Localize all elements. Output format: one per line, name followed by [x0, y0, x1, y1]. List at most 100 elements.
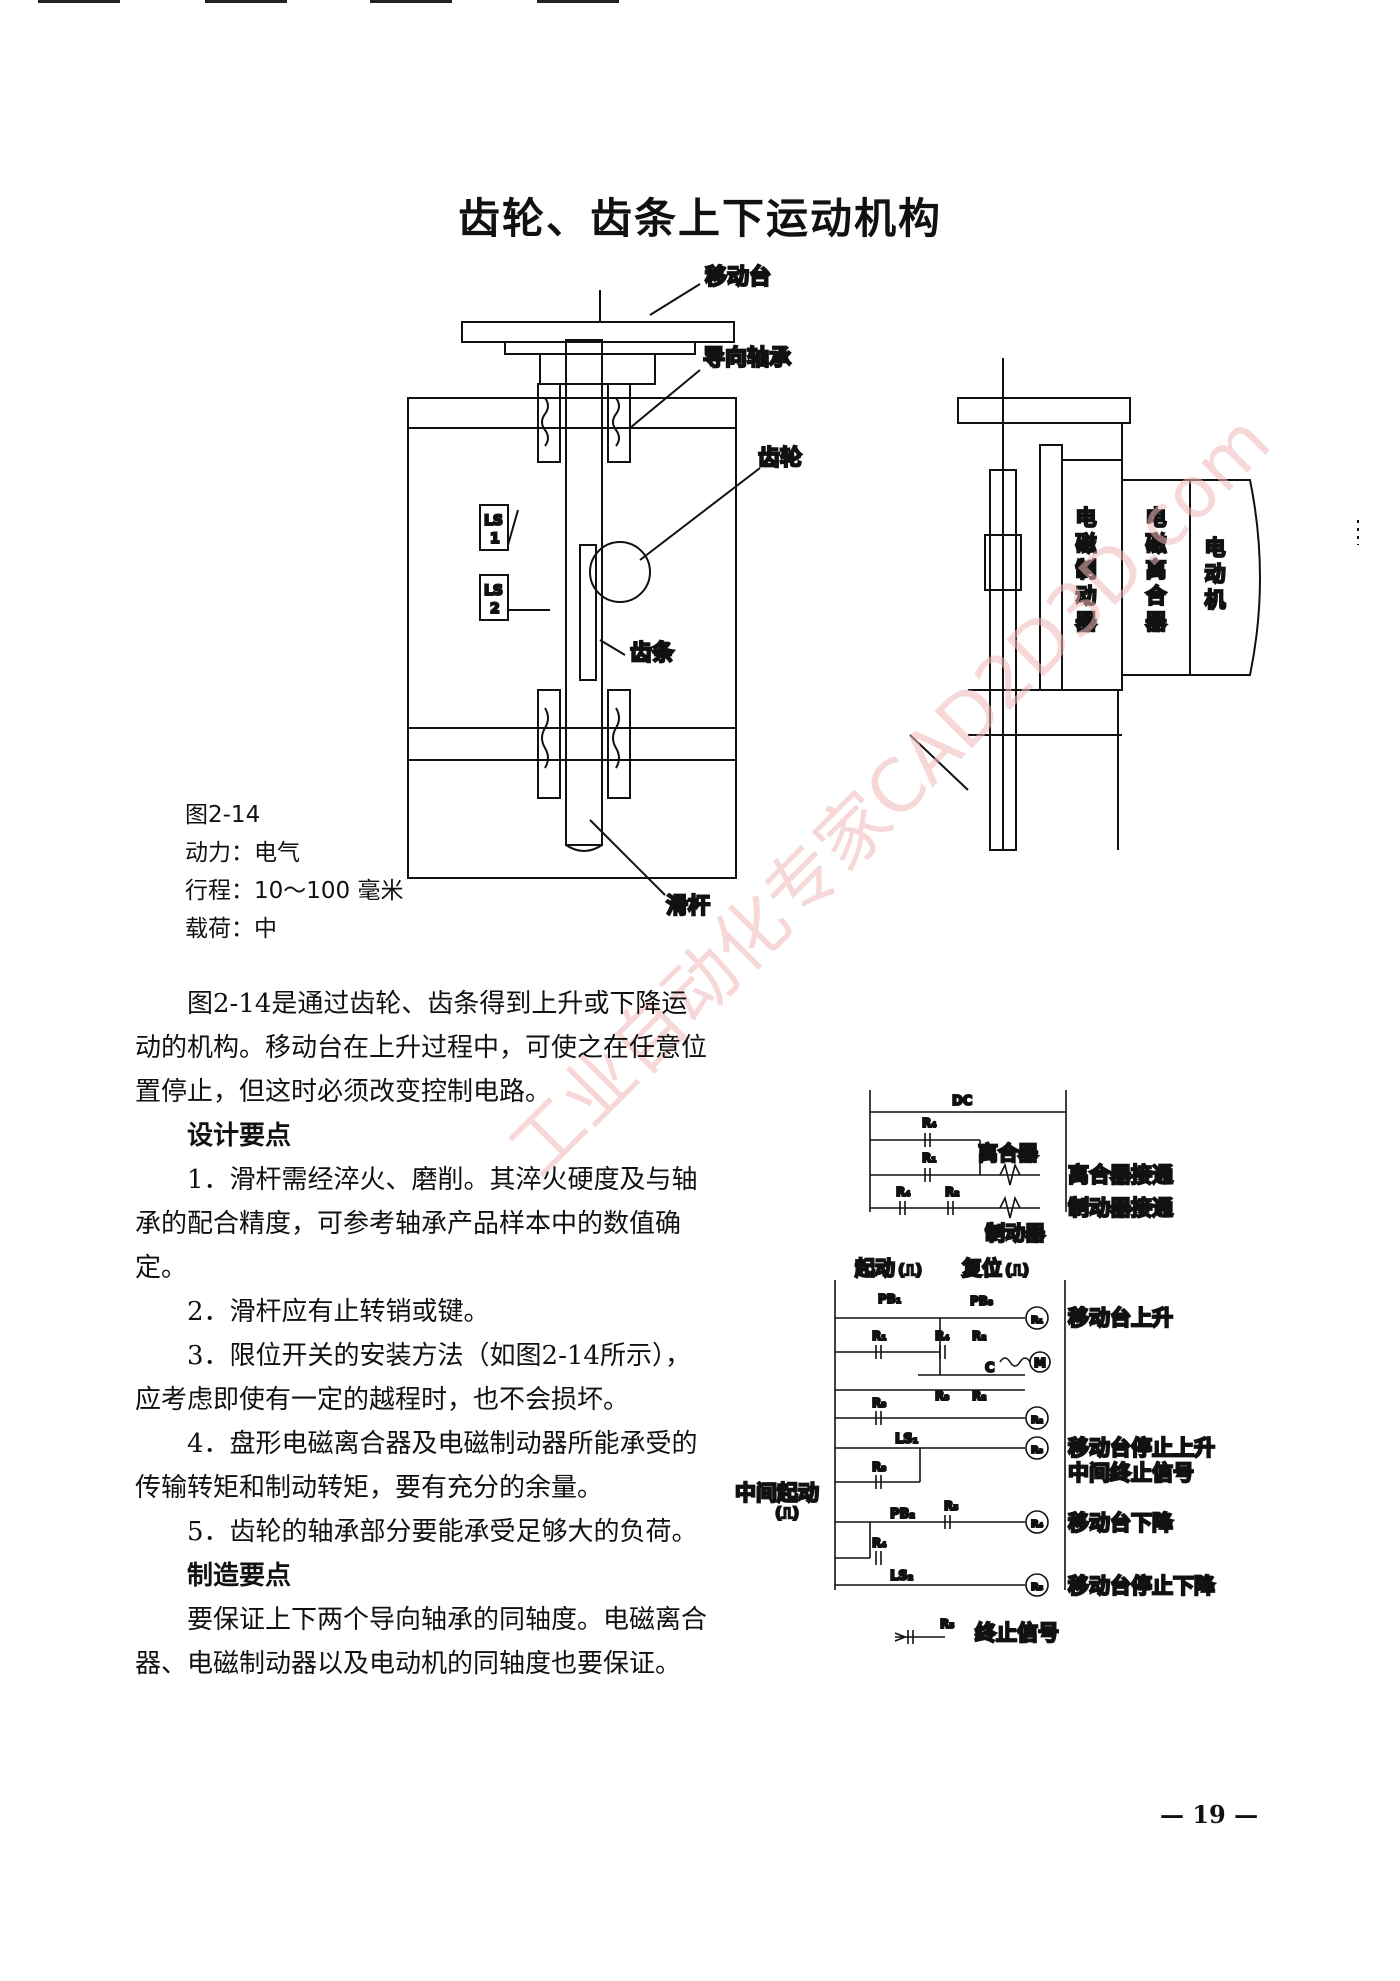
- design-point-5: 5．齿轮的轴承部分要能承受足够大的负荷。: [187, 1517, 698, 1547]
- circuit-clutch-on: 离合器接通: [1068, 1163, 1173, 1187]
- label-brake: 电 磁 制 动 器: [1074, 505, 1099, 635]
- svg-text:电: 电: [1146, 506, 1167, 530]
- svg-text:离: 离: [1146, 558, 1167, 582]
- figure-caption: 图2-14 动力：电气 行程：10～100 毫米 载荷：中: [185, 796, 403, 948]
- gear: [589, 541, 651, 603]
- figure-number: 图2-14: [185, 802, 261, 828]
- contact-r2a: R₂: [945, 1185, 960, 1199]
- circuit-brake-on: 制动器接通: [1068, 1196, 1173, 1220]
- manufacturing-heading: 制造要点: [187, 1561, 292, 1591]
- contact-pb1: PB₁: [878, 1292, 901, 1306]
- svg-text:器: 器: [1145, 610, 1168, 634]
- housing: [407, 397, 737, 879]
- circuit-reset: 复位: [961, 1256, 1002, 1280]
- design-point-1: 1．滑杆需经淬火、磨削。其淬火硬度及与轴承的配合精度，可参考轴承产品样本中的数值…: [135, 1165, 698, 1283]
- contact-r1a: R₁: [922, 1151, 937, 1165]
- contact-r3b: R₃: [872, 1396, 887, 1410]
- label-guide-bearing: 导向轴承: [703, 345, 791, 371]
- circuit-diagram: [834, 1090, 1067, 1644]
- svg-text:电: 电: [1205, 536, 1226, 560]
- circuit-mid-end-signal: 中间终止信号: [1068, 1461, 1194, 1485]
- contact-pb2: PB₂: [890, 1507, 915, 1522]
- label-rack: 齿条: [630, 640, 675, 666]
- page-title: 齿轮、齿条上下运动机构: [457, 194, 942, 243]
- body-text: 图2-14是通过齿轮、齿条得到上升或下降运动的机构。移动台在上升过程中，可使之在…: [135, 982, 710, 1686]
- label-slide-rod: 滑杆: [666, 894, 710, 919]
- manufacturing-point-1: 要保证上下两个导向轴承的同轴度。电磁离合器、电磁制动器以及电动机的同轴度也要保证…: [135, 1605, 708, 1679]
- scan-mark: [370, 0, 452, 3]
- design-point-2: 2．滑杆应有止转销或键。: [187, 1297, 490, 1327]
- figure-stroke: 行程：10～100 毫米: [185, 878, 404, 904]
- contact-r1b: R₁: [872, 1329, 887, 1343]
- circuit-brake: 制动器: [985, 1221, 1046, 1245]
- scan-mark: [38, 0, 120, 3]
- coil-r4: R₄: [1031, 1519, 1043, 1530]
- figure-load: 载荷：中: [185, 916, 277, 942]
- circuit-mid-start-pulse: (⎍): [775, 1504, 799, 1522]
- svg-text:电: 电: [1076, 506, 1097, 530]
- contact-r2c: R₂: [972, 1389, 987, 1403]
- label-moving-table: 移动台: [705, 264, 771, 290]
- contact-r4b: R₄: [896, 1185, 911, 1199]
- scan-mark: [205, 0, 287, 3]
- svg-text:动: 动: [1205, 562, 1226, 586]
- circuit-stop-up: 移动台停止上升: [1068, 1436, 1215, 1460]
- circuit-mid-start: 中间起动: [735, 1481, 819, 1505]
- design-heading: 设计要点: [187, 1121, 292, 1151]
- label-clutch: 电 磁 离 合 器: [1144, 505, 1169, 635]
- contact-m: M: [1034, 1356, 1046, 1370]
- svg-text:制: 制: [1076, 558, 1097, 582]
- circuit-table-up: 移动台上升: [1068, 1306, 1173, 1330]
- contact-r2b: R₂: [972, 1329, 987, 1343]
- page-number: — 19 —: [1160, 1800, 1259, 1829]
- contact-r3a: R₃: [935, 1389, 950, 1403]
- label-ls1-a: LS: [484, 513, 503, 529]
- coil-r3: R₃: [1031, 1445, 1043, 1456]
- circuit-clutch: 离合器: [978, 1141, 1039, 1165]
- figure-power: 动力：电气: [185, 840, 300, 866]
- slide-rod: [565, 339, 603, 852]
- contact-r4d: R₄: [872, 1536, 887, 1550]
- contact-c: C: [985, 1361, 995, 1376]
- contact-r5a: R₅: [944, 1499, 959, 1513]
- circuit-end-signal: 终止信号: [975, 1621, 1059, 1645]
- coil-r1: R₁: [1031, 1315, 1043, 1326]
- label-motor: 电 动 机: [1204, 535, 1227, 613]
- circuit-table-down: 移动台下降: [1068, 1511, 1174, 1535]
- side-view: [909, 358, 1261, 851]
- limit-switch-2: [479, 574, 509, 621]
- label-ls1-b: 1: [490, 531, 500, 547]
- svg-text:动: 动: [1076, 584, 1097, 608]
- coil-r2: R₂: [1031, 1415, 1043, 1426]
- svg-text:磁: 磁: [1146, 532, 1167, 556]
- circuit-start: 起动: [854, 1256, 895, 1280]
- limit-switch-1: [479, 504, 509, 551]
- svg-text:合: 合: [1146, 584, 1168, 608]
- scan-mark: [537, 0, 619, 3]
- svg-text:器: 器: [1075, 610, 1098, 634]
- contact-r3c: R₃: [872, 1460, 887, 1474]
- design-point-3: 3．限位开关的安装方法（如图2-14所示），应考虑即使有一定的越程时，也不会损坏…: [135, 1341, 691, 1415]
- contact-r4c: R₄: [935, 1329, 950, 1343]
- label-ls2-b: 2: [490, 601, 500, 617]
- rack: [579, 544, 597, 681]
- contact-pb3: PB₃: [970, 1294, 993, 1308]
- circuit-stop-down: 移动台停止下降: [1068, 1574, 1216, 1598]
- circuit-start-pulse: (⎍): [898, 1261, 922, 1279]
- label-gear: 齿轮: [758, 445, 802, 471]
- guide-bearing-bottom: [537, 689, 631, 799]
- intro-paragraph: 图2-14是通过齿轮、齿条得到上升或下降运动的机构。移动台在上升过程中，可使之在…: [135, 989, 708, 1107]
- contact-r4a: R₄: [922, 1116, 937, 1130]
- contact-ls2: LS₂: [890, 1569, 913, 1584]
- contact-ls1: LS₁: [895, 1432, 918, 1447]
- svg-text:机: 机: [1205, 588, 1226, 612]
- coil-r5: R₅: [1031, 1582, 1043, 1593]
- svg-text:磁: 磁: [1076, 532, 1097, 556]
- design-point-4: 4．盘形电磁离合器及电磁制动器所能承受的传输转矩和制动转矩，要有充分的余量。: [135, 1429, 698, 1503]
- label-ls2-a: LS: [484, 583, 503, 599]
- moving-table: [461, 290, 735, 385]
- circuit-reset-pulse: (⎍): [1005, 1261, 1029, 1279]
- circuit-dc: DC: [952, 1094, 972, 1109]
- contact-r5b: R₅: [940, 1617, 955, 1631]
